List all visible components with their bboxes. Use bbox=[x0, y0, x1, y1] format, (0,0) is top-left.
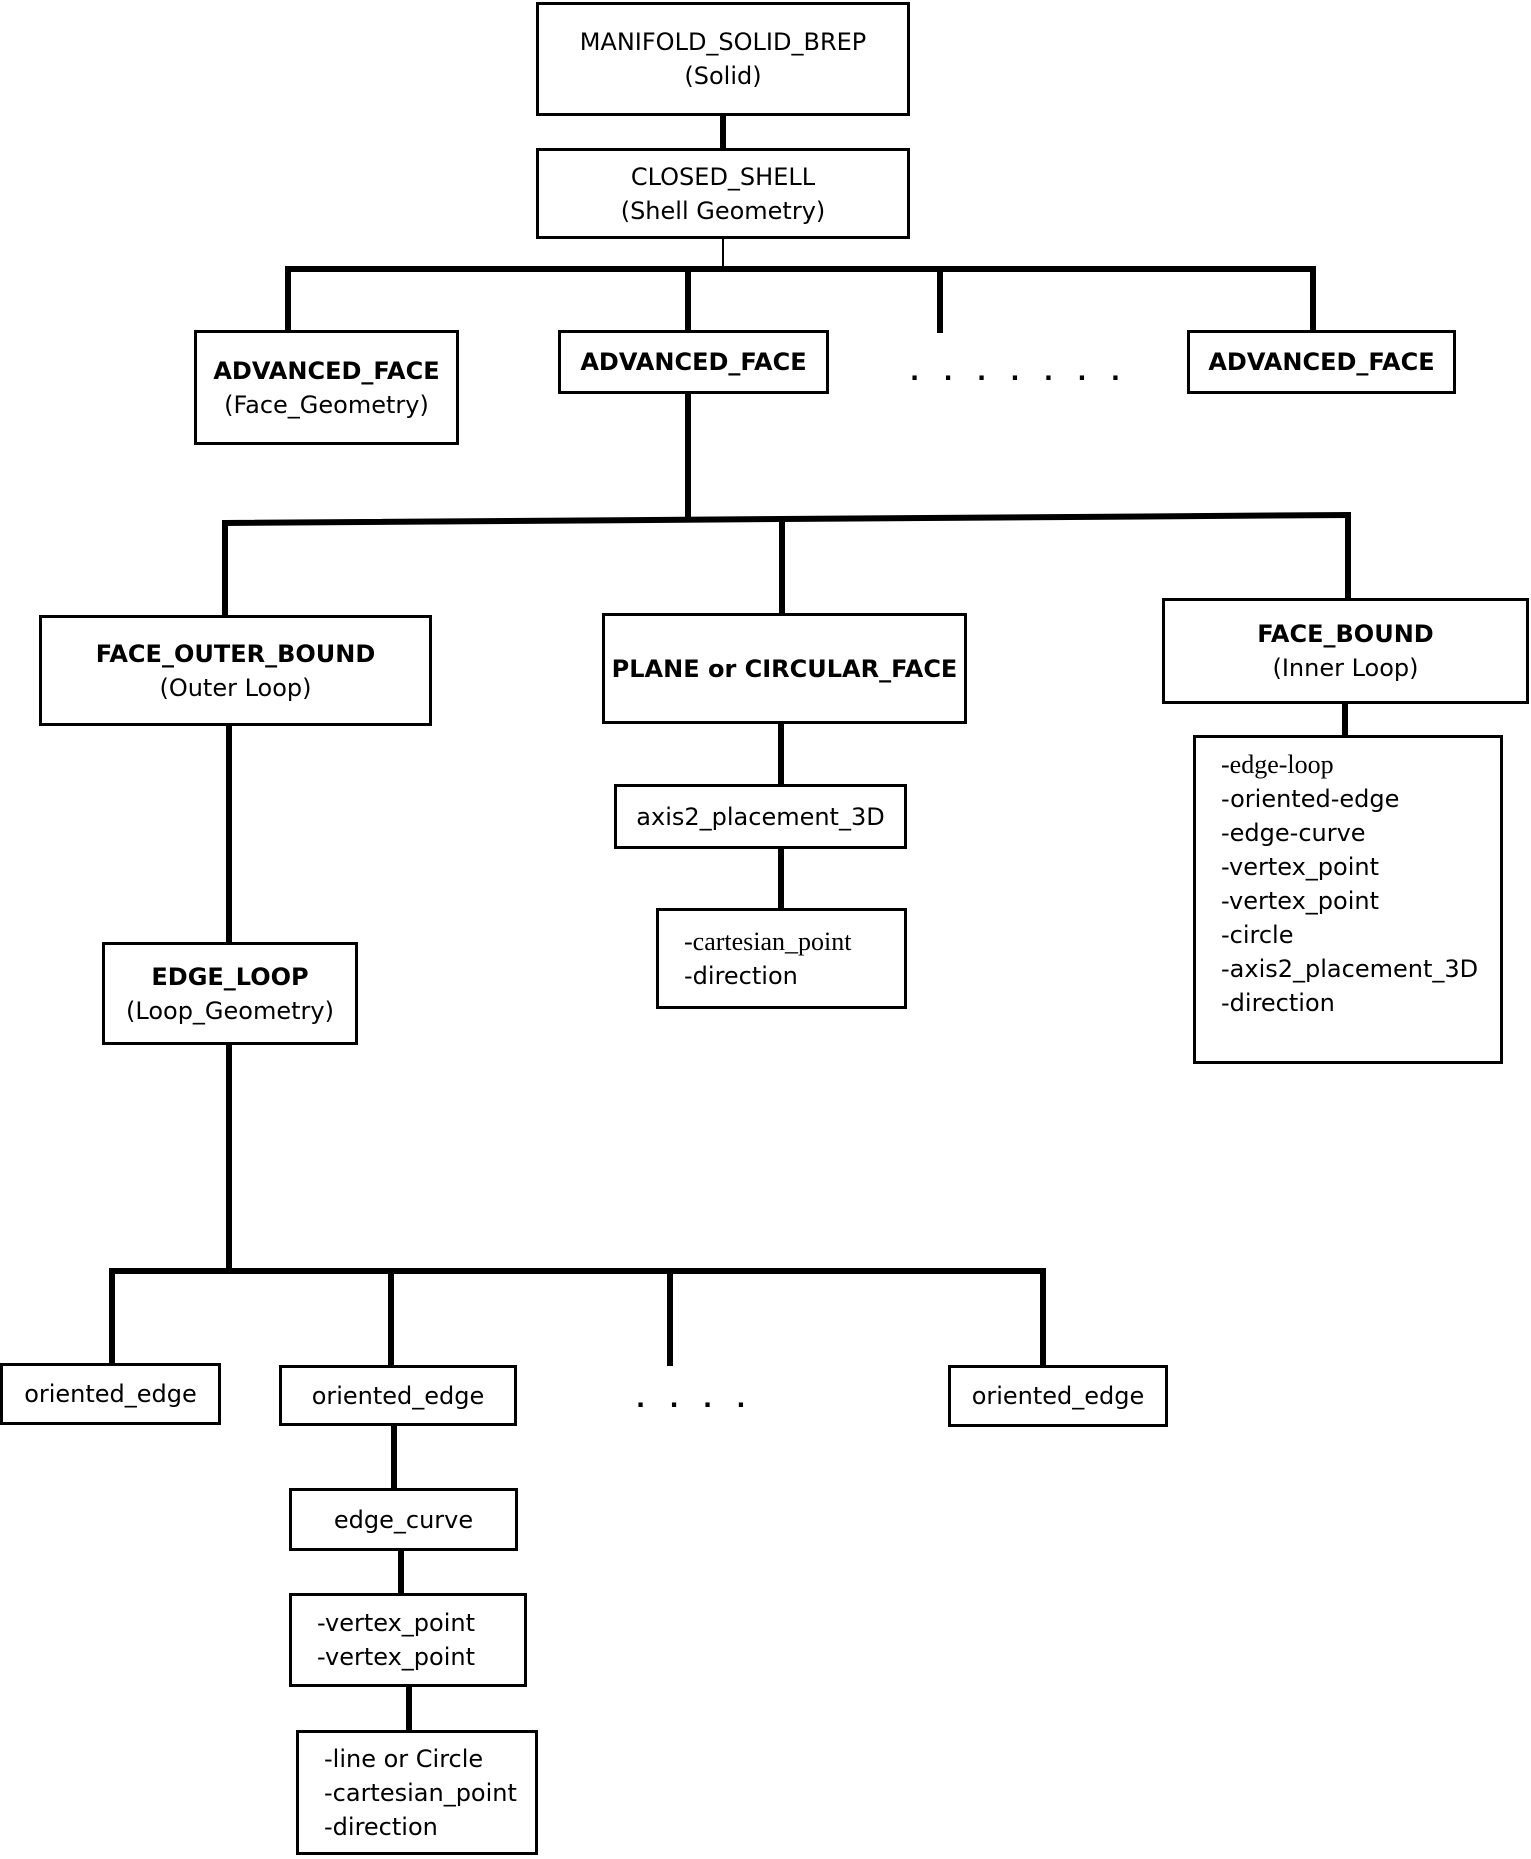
node-subtitle: (Shell Geometry) bbox=[620, 196, 826, 225]
closed-shell-node: CLOSED_SHELL (Shell Geometry) bbox=[536, 148, 910, 239]
axis2-placement-node: axis2_placement_3D bbox=[614, 784, 907, 849]
node-title: oriented_edge bbox=[24, 1380, 197, 1408]
face-bound-node: FACE_BOUND (Inner Loop) bbox=[1162, 598, 1529, 704]
node-title: ADVANCED_FACE bbox=[580, 348, 807, 376]
advanced-face-node-1: ADVANCED_FACE (Face_Geometry) bbox=[194, 330, 459, 445]
plane-items-box: -cartesian_point -direction bbox=[656, 908, 907, 1009]
node-title: CLOSED_SHELL bbox=[630, 162, 816, 191]
node-title: ADVANCED_FACE bbox=[213, 356, 440, 385]
node-subtitle: (Outer Loop) bbox=[159, 673, 312, 702]
node-subtitle: (Solid) bbox=[684, 62, 762, 90]
face-bound-items-box: -edge-loop -oriented-edge -edge-curve -v… bbox=[1193, 735, 1503, 1064]
vertex-items-box: -vertex_point -vertex_point bbox=[289, 1593, 527, 1687]
advanced-face-ellipsis: . . . . . . . bbox=[910, 358, 1128, 386]
list-item: -circle bbox=[1221, 921, 1294, 949]
line-items-box: -line or Circle -cartesian_point -direct… bbox=[296, 1730, 538, 1855]
list-item: -cartesian_point bbox=[324, 1778, 517, 1807]
list-item: -line or Circle bbox=[324, 1744, 484, 1773]
list-item: -vertex_point bbox=[1221, 853, 1380, 881]
advanced-face-node-3: ADVANCED_FACE bbox=[1187, 330, 1456, 394]
list-item: -direction bbox=[1221, 989, 1335, 1017]
oriented-edge-node-3: oriented_edge bbox=[948, 1365, 1168, 1427]
face-outer-bound-node: FACE_OUTER_BOUND (Outer Loop) bbox=[39, 615, 432, 726]
list-item: -axis2_placement_3D bbox=[1221, 955, 1479, 983]
node-subtitle: (Loop_Geometry) bbox=[126, 996, 334, 1025]
node-title: ADVANCED_FACE bbox=[1208, 348, 1435, 376]
node-title: EDGE_LOOP bbox=[151, 962, 309, 991]
oriented-edge-ellipsis: . . . . bbox=[636, 1385, 754, 1413]
list-item: -vertex_point bbox=[317, 1643, 476, 1671]
list-item: -vertex_point bbox=[317, 1609, 476, 1637]
oriented-edge-node-1: oriented_edge bbox=[0, 1363, 221, 1425]
list-item: -oriented-edge bbox=[1221, 785, 1400, 813]
plane-circular-face-node: PLANE or CIRCULAR_FACE bbox=[602, 613, 967, 724]
node-subtitle: (Face_Geometry) bbox=[224, 390, 429, 419]
list-item: -edge-curve bbox=[1221, 819, 1366, 847]
node-title: FACE_BOUND bbox=[1257, 620, 1434, 648]
node-subtitle: (Inner Loop) bbox=[1272, 654, 1419, 682]
manifold-solid-brep-node: MANIFOLD_SOLID_BREP (Solid) bbox=[536, 2, 910, 116]
list-item: -direction bbox=[324, 1812, 438, 1841]
node-title: oriented_edge bbox=[311, 1381, 485, 1410]
list-item: -edge-loop bbox=[1221, 750, 1334, 779]
list-item: -cartesian_point bbox=[684, 926, 852, 956]
node-title: axis2_placement_3D bbox=[636, 802, 885, 831]
edge-loop-node: EDGE_LOOP (Loop_Geometry) bbox=[102, 942, 358, 1045]
oriented-edge-node-2: oriented_edge bbox=[279, 1365, 517, 1426]
node-title: edge_curve bbox=[333, 1505, 474, 1534]
list-item: -direction bbox=[684, 961, 798, 990]
list-item: -vertex_point bbox=[1221, 887, 1380, 915]
node-title: oriented_edge bbox=[971, 1382, 1145, 1410]
advanced-face-node-2: ADVANCED_FACE bbox=[558, 330, 829, 394]
node-title: FACE_OUTER_BOUND bbox=[95, 639, 376, 668]
node-title: MANIFOLD_SOLID_BREP bbox=[579, 28, 867, 56]
node-title: PLANE or CIRCULAR_FACE bbox=[611, 654, 958, 683]
edge-curve-node: edge_curve bbox=[289, 1488, 518, 1551]
